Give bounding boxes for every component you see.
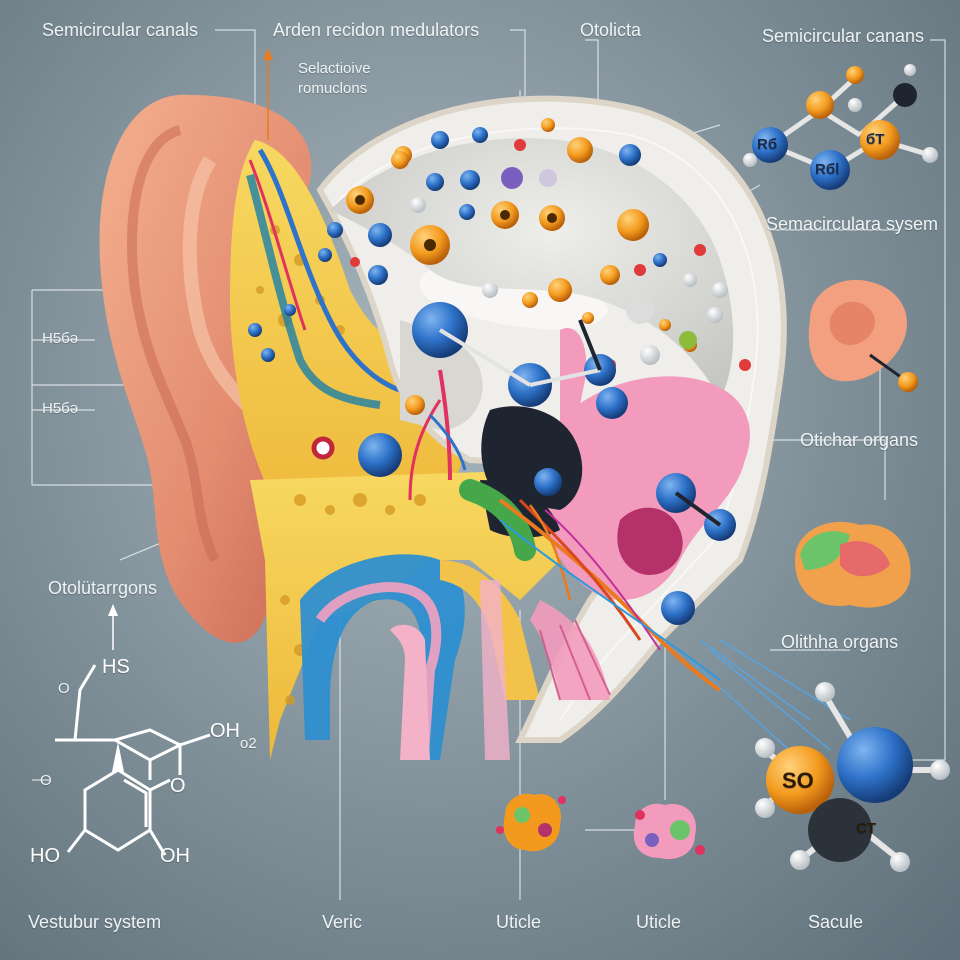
ear-canal-structures (300, 554, 540, 760)
label-vestubur-system: Vestubur system (28, 912, 162, 932)
label-uticle-2: Uticle (636, 912, 682, 932)
arrow-up-icon (108, 48, 273, 650)
chemical-structure (55, 664, 211, 856)
light-beams (689, 639, 851, 761)
right-organ-utricle (795, 521, 911, 608)
label-romuclons: romuclons (298, 80, 368, 97)
chem-oh-subscript: o2 (240, 735, 257, 752)
temporal-bone (230, 140, 560, 760)
chem-ho: HO (30, 845, 60, 867)
cell-cluster-right (633, 803, 705, 860)
molecule-label-rbl: Rбl (815, 161, 840, 178)
molecule-label-rb: Rб (757, 136, 778, 153)
chem-o-ring: O (170, 775, 186, 797)
molecule-label-bt: бT (866, 131, 885, 148)
label-semacircular-system: Semacircularа sysem (766, 214, 939, 234)
vestibular-nerve (408, 369, 722, 692)
label-otolicta: Otolicta (580, 20, 642, 40)
chem-o-left: O (58, 680, 70, 697)
cochlear-tissue (530, 328, 750, 701)
label-uticle-1: Uticle (496, 912, 542, 932)
molecule-label-so: SO (782, 768, 814, 793)
label-arden-medulators: Arden recidon medulators (273, 20, 480, 40)
label-h5-bottom: H5бә (42, 400, 79, 417)
label-h5-top: H5бә (42, 330, 79, 347)
chem-oh-top: OH (210, 720, 240, 742)
right-organ-saccule (808, 279, 918, 392)
label-otichar-organs: Otichar organs (800, 430, 919, 450)
cell-cluster-left (496, 793, 566, 852)
molecule-bottom-right (755, 682, 950, 872)
label-sacule: Sacule (808, 912, 864, 932)
molecule-label-ct: CT (856, 820, 876, 837)
chem-oh-bottom: OH (160, 845, 190, 867)
chem-o-small: O (40, 772, 52, 789)
label-selective: Selactioive (298, 60, 371, 77)
label-olithha-organs: Olithha organs (781, 632, 899, 652)
label-semicircular-canans: Semicircular canans (762, 26, 925, 46)
sphere-particles (311, 118, 751, 625)
label-semicircular-canals: Semicircular canals (42, 20, 199, 40)
molecule-top-right (743, 64, 938, 190)
chem-wedge (112, 742, 124, 772)
label-veric: Veric (322, 912, 363, 932)
label-otoliter-organs: Otolütarrgons (48, 578, 158, 598)
chem-hs: HS (102, 656, 130, 678)
canal-dots (248, 304, 296, 362)
